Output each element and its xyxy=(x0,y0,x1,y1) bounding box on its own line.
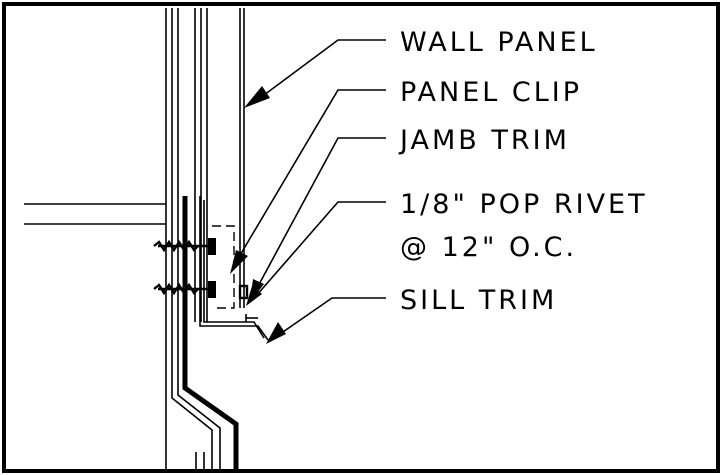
label-wall-panel: WALL PANEL xyxy=(400,27,598,58)
label-panel-clip: PANEL CLIP xyxy=(400,77,582,108)
leader-panel-clip xyxy=(230,89,386,274)
label-pop-rivet-line2: @ 12" O.C. xyxy=(400,232,577,263)
label-jamb-trim: JAMB TRIM xyxy=(398,125,570,156)
leader-sill-trim xyxy=(266,297,386,344)
trim-profile xyxy=(199,196,269,341)
screw-lower xyxy=(153,281,216,298)
screw-upper xyxy=(153,238,216,255)
leader-wall-panel xyxy=(244,39,386,108)
pop-rivet xyxy=(238,284,249,300)
leader-jamb-trim xyxy=(250,137,386,302)
label-pop-rivet-line1: 1/8" POP RIVET xyxy=(400,189,648,220)
leader-pop-rivet xyxy=(246,201,386,306)
horizontal-framing-member xyxy=(24,203,166,225)
column-offset-lines xyxy=(171,380,221,471)
vertical-column xyxy=(165,8,208,471)
label-sill-trim: SILL TRIM xyxy=(400,285,557,316)
